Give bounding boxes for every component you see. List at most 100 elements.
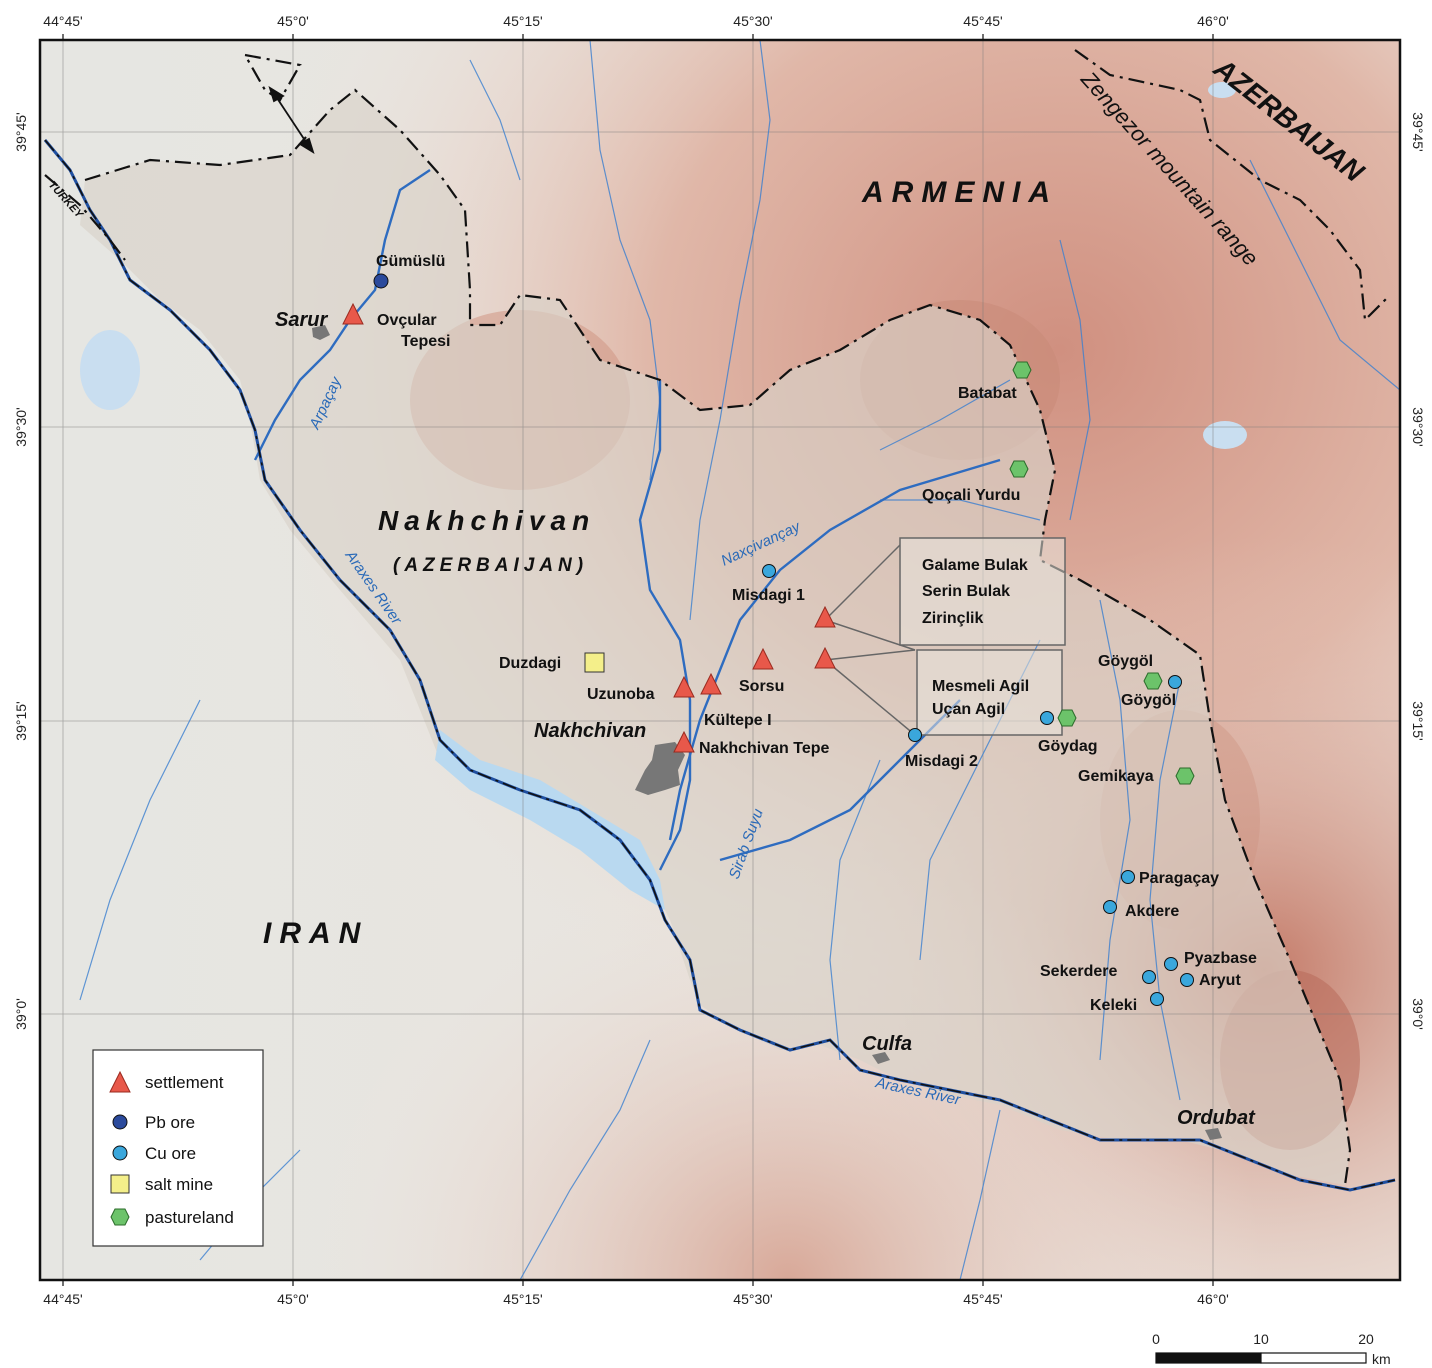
label-duzdagi: Duzdagi [499,655,561,672]
cu-ore-sekerdere [1142,970,1156,984]
city-footprints [312,325,1222,1140]
pb-ore-gumuslu [373,273,389,289]
label-ovcular-2: Tepesi [401,333,451,350]
legend-settlement: settlement [145,1073,224,1092]
tick-bottom-3: 45°30' [733,1291,772,1307]
label-nakhchivan: Nakhchivan [378,505,595,536]
cu-ore-paragacay [1121,870,1135,884]
label-misdagi2: Misdagi 2 [905,753,978,770]
label-qocali: Qoçali Yurdu [922,487,1020,504]
pasture-goygol [1143,672,1163,690]
label-ordubat: Ordubat [1177,1107,1256,1129]
label-pyazbase: Pyazbase [1184,950,1257,967]
settlement-uzunoba [673,675,695,698]
label-akdere: Akdere [1125,903,1179,920]
cu-ore-mesmeli [1040,711,1054,725]
tick-bottom-2: 45°15' [503,1291,542,1307]
tick-left-1: 39°30' [13,407,29,446]
cu-ore-akdere [1103,900,1117,914]
callout-box-1 [899,537,1066,646]
lake-north [1208,82,1236,98]
tick-bottom-4: 45°45' [963,1291,1002,1307]
tick-right-3: 39°0' [1410,998,1426,1030]
label-nakhchivan-town: Nakhchivan [534,720,646,742]
pasture-goydag [1057,709,1077,727]
label-uzunoba: Uzunoba [587,686,655,703]
settlement-sorsu [752,647,774,670]
label-nakhchivan-tepe: Nakhchivan Tepe [699,740,830,757]
pastureland-markers [1009,361,1195,785]
legend-settlement-icon [109,1070,131,1093]
lake-west [80,330,140,410]
culfa-footprint [872,1052,890,1064]
tick-left-0: 39°45' [13,112,29,151]
cu-ore-goygol [1168,675,1182,689]
label-goygol-2: Göygöl [1121,692,1176,709]
settlement-misdagi-upper [814,605,836,628]
pasture-qocali [1009,460,1029,478]
legend-pastureland-icon [110,1208,130,1226]
label-iran: IRAN [263,917,368,950]
scale-label-10: 10 [1253,1331,1269,1347]
legend: settlement Pb ore Cu ore salt mine pastu… [92,1049,264,1247]
label-gumuslu: Gümüslü [376,253,445,270]
scale-label-20: 20 [1358,1331,1374,1347]
label-kultepe: Kültepe I [704,712,772,729]
label-misdagi1: Misdagi 1 [732,587,805,604]
turkey-enclave [242,53,302,102]
scale-bar: 0 10 20 km [1152,1331,1391,1367]
sarur-footprint [312,325,330,340]
box1-line-1: Galame Bulak [922,557,1028,574]
naxcivancay-river [668,458,1001,841]
legend-pb-ore: Pb ore [145,1113,195,1132]
label-keleki: Keleki [1090,997,1137,1014]
tick-bottom-0: 44°45' [43,1291,82,1307]
pasture-gemikaya [1175,767,1195,785]
nakhchivan-footprint [635,742,685,795]
label-batabat: Batabat [958,385,1017,402]
settlement-nakhchivan-tepe [673,730,695,753]
cu-ore-markers [762,564,1194,1006]
settlement-galame [814,646,836,669]
settlement-markers [342,302,836,753]
armenia-azerbaijan-border [1074,49,1391,323]
minor-rivers [79,40,1400,1280]
tick-top-1: 45°0' [277,13,309,29]
tick-top-5: 46°0' [1197,13,1229,29]
tick-marks [62,34,1214,1286]
tick-top-2: 45°15' [503,13,542,29]
graticule [40,40,1400,1280]
legend-cu-ore: Cu ore [145,1144,196,1163]
nakhchivan-armenia-border [84,88,1352,1186]
label-sarur: Sarur [275,309,328,331]
settlement-kultepe [700,672,722,695]
pasture-batabat [1012,361,1032,379]
turkey-border [44,174,126,261]
tick-bottom-1: 45°0' [277,1291,309,1307]
label-aryut: Aryut [1199,972,1241,989]
relief-background: ARMENIA IRAN AZERBAIJAN TURKEY Nakhchiva… [40,40,1400,1280]
legend-salt-mine-icon [110,1174,130,1194]
label-sekerdere: Sekerdere [1040,963,1117,980]
label-sorsu: Sorsu [739,678,784,695]
tick-left-3: 39°0' [13,998,29,1030]
lake-east [1203,421,1247,449]
salt-mine-duzdagi [584,652,605,673]
cu-ore-misdagi2 [908,728,922,742]
settlement-ovcular [342,302,364,325]
box1-line-2: Serin Bulak [922,583,1010,600]
tick-top-0: 44°45' [43,13,82,29]
cu-ore-misdagi1 [762,564,776,578]
box2-line-1: Mesmeli Agil [932,678,1029,695]
label-gemikaya: Gemikaya [1078,768,1154,785]
box2-line-2: Uçan Agil [932,701,1005,718]
tick-top-3: 45°30' [733,13,772,29]
tick-right-1: 39°30' [1410,407,1426,446]
tick-bottom-5: 46°0' [1197,1291,1229,1307]
sirab-river [719,699,961,862]
araxes-reservoir [435,730,665,910]
label-nakhchivan-sub: (AZERBAIJAN) [393,555,588,576]
turkey-arrow [268,85,315,155]
tick-right-0: 39°45' [1410,112,1426,151]
tick-right-2: 39°15' [1410,701,1426,740]
